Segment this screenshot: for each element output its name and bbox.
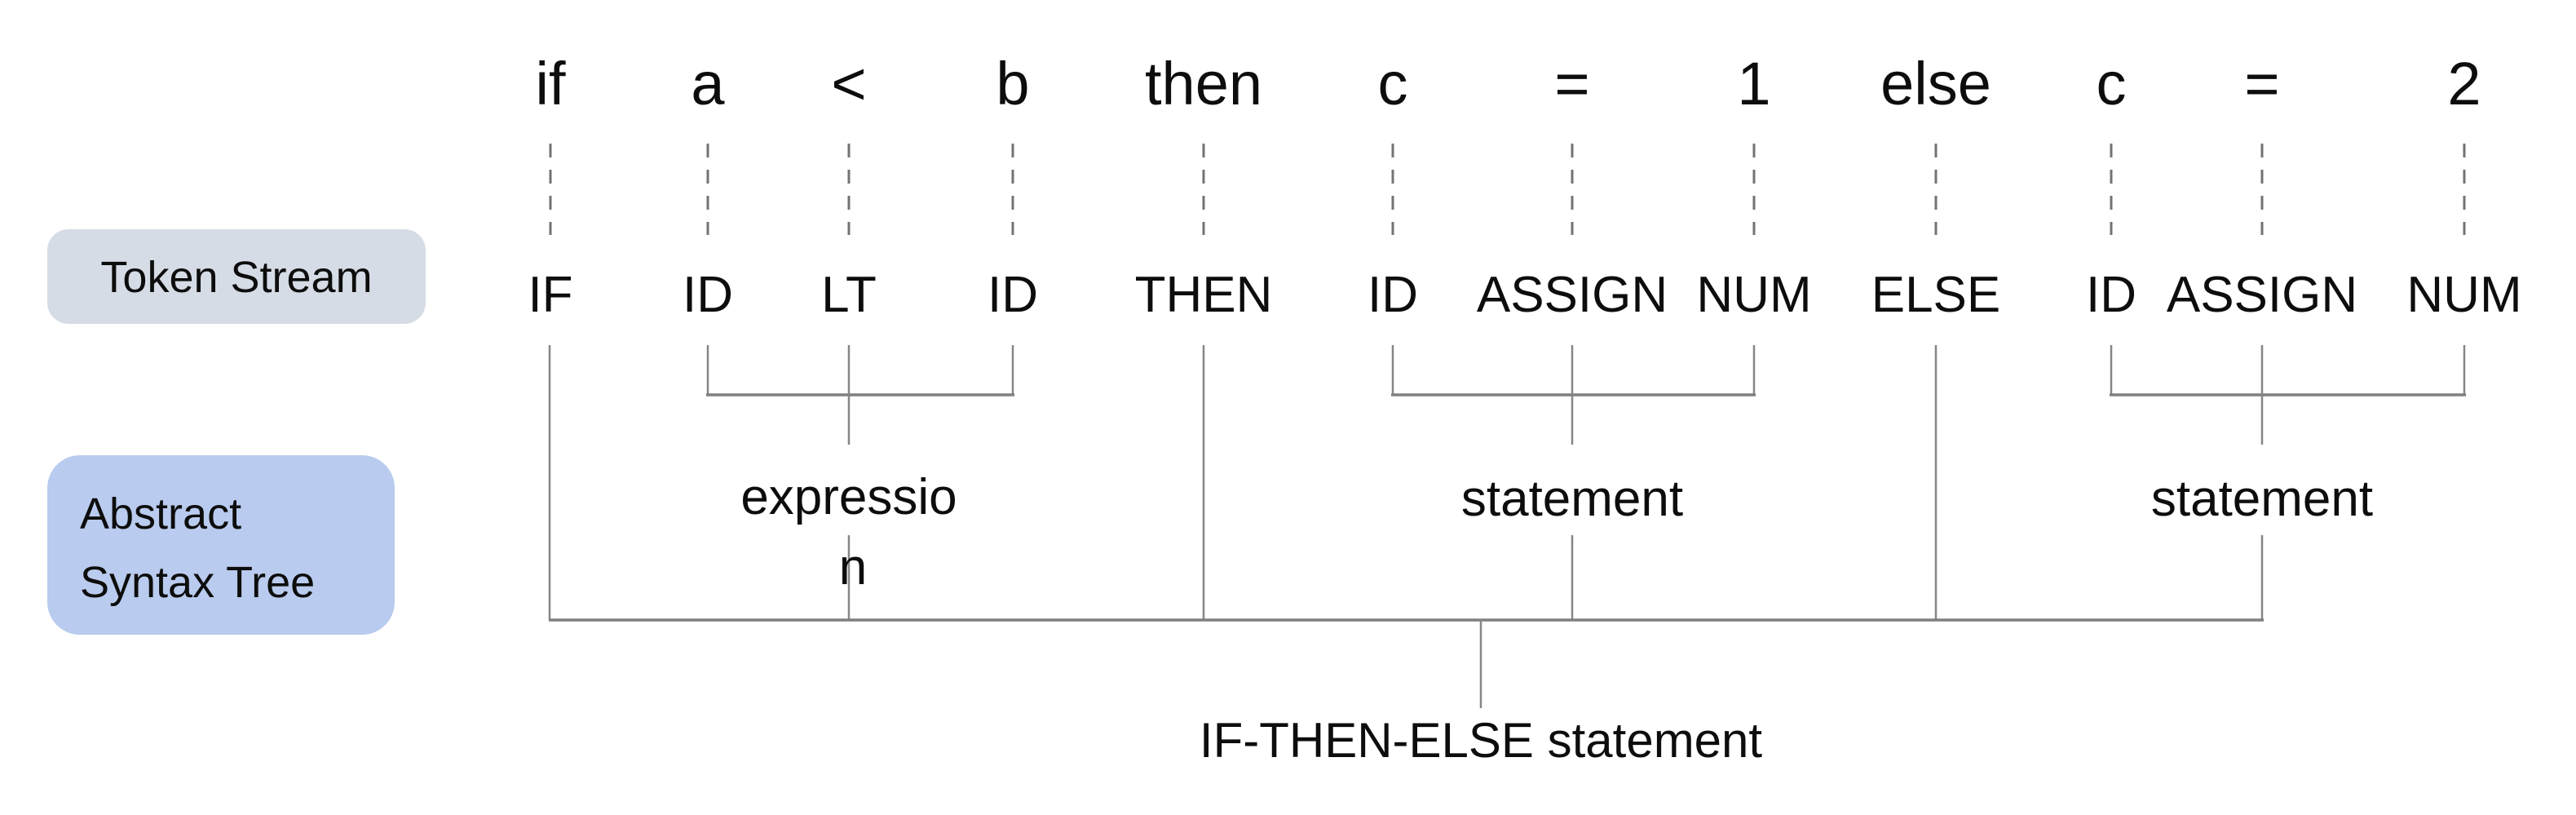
source-token-then: then <box>1145 50 1262 117</box>
stream-token-id4: ID <box>2086 267 2136 323</box>
source-token-lt: < <box>831 50 866 117</box>
statement-else-node-label: statement <box>2151 471 2373 527</box>
source-token-b: b <box>996 50 1029 117</box>
source-token-a: a <box>691 50 725 117</box>
token-stream-label-box: Token Stream <box>47 229 426 324</box>
ast-node-labels: expressio n statement statement IF-THEN-… <box>740 469 2373 768</box>
stream-token-assign2: ASSIGN <box>2167 267 2357 323</box>
source-token-c2: c <box>2097 50 2127 117</box>
stream-token-num1: NUM <box>1696 267 1811 323</box>
expression-node-label-line1: expressio <box>740 469 957 525</box>
ast-box-label-line1: Abstract <box>80 489 241 538</box>
root-node-label: IF-THEN-ELSE statement <box>1200 713 1763 768</box>
ast-edges <box>548 345 2466 708</box>
ast-box-label-line2: Syntax Tree <box>80 558 315 607</box>
stream-token-id1: ID <box>683 267 733 323</box>
token-stream-box <box>47 229 426 324</box>
token-stream-row: IF ID LT ID THEN ID ASSIGN NUM ELSE ID A… <box>528 267 2521 323</box>
source-token-if: if <box>536 50 566 117</box>
source-token-c1: c <box>1378 50 1408 117</box>
stream-token-id2: ID <box>988 267 1038 323</box>
stream-token-else: ELSE <box>1871 267 2001 323</box>
ast-label-box: Abstract Syntax Tree <box>47 455 395 635</box>
source-token-else: else <box>1880 50 1991 117</box>
source-token-2: 2 <box>2447 50 2481 117</box>
stream-token-id3: ID <box>1368 267 1418 323</box>
source-token-eq2: = <box>2244 50 2279 117</box>
token-stream-box-label: Token Stream <box>100 253 372 302</box>
lexer-dashed-connectors <box>549 144 2466 235</box>
stream-token-then: THEN <box>1135 267 1273 323</box>
stream-token-lt: LT <box>821 267 877 323</box>
stream-token-assign1: ASSIGN <box>1477 267 1668 323</box>
expression-node-label-line2: n <box>839 539 867 596</box>
stream-token-if: IF <box>528 267 572 323</box>
statement-then-node-label: statement <box>1461 471 1683 527</box>
stream-token-num2: NUM <box>2406 267 2521 323</box>
ast-box <box>47 455 395 635</box>
source-code-row: if a < b then c = 1 else c = 2 <box>536 50 2481 117</box>
source-token-eq1: = <box>1554 50 1589 117</box>
source-token-1: 1 <box>1737 50 1770 117</box>
